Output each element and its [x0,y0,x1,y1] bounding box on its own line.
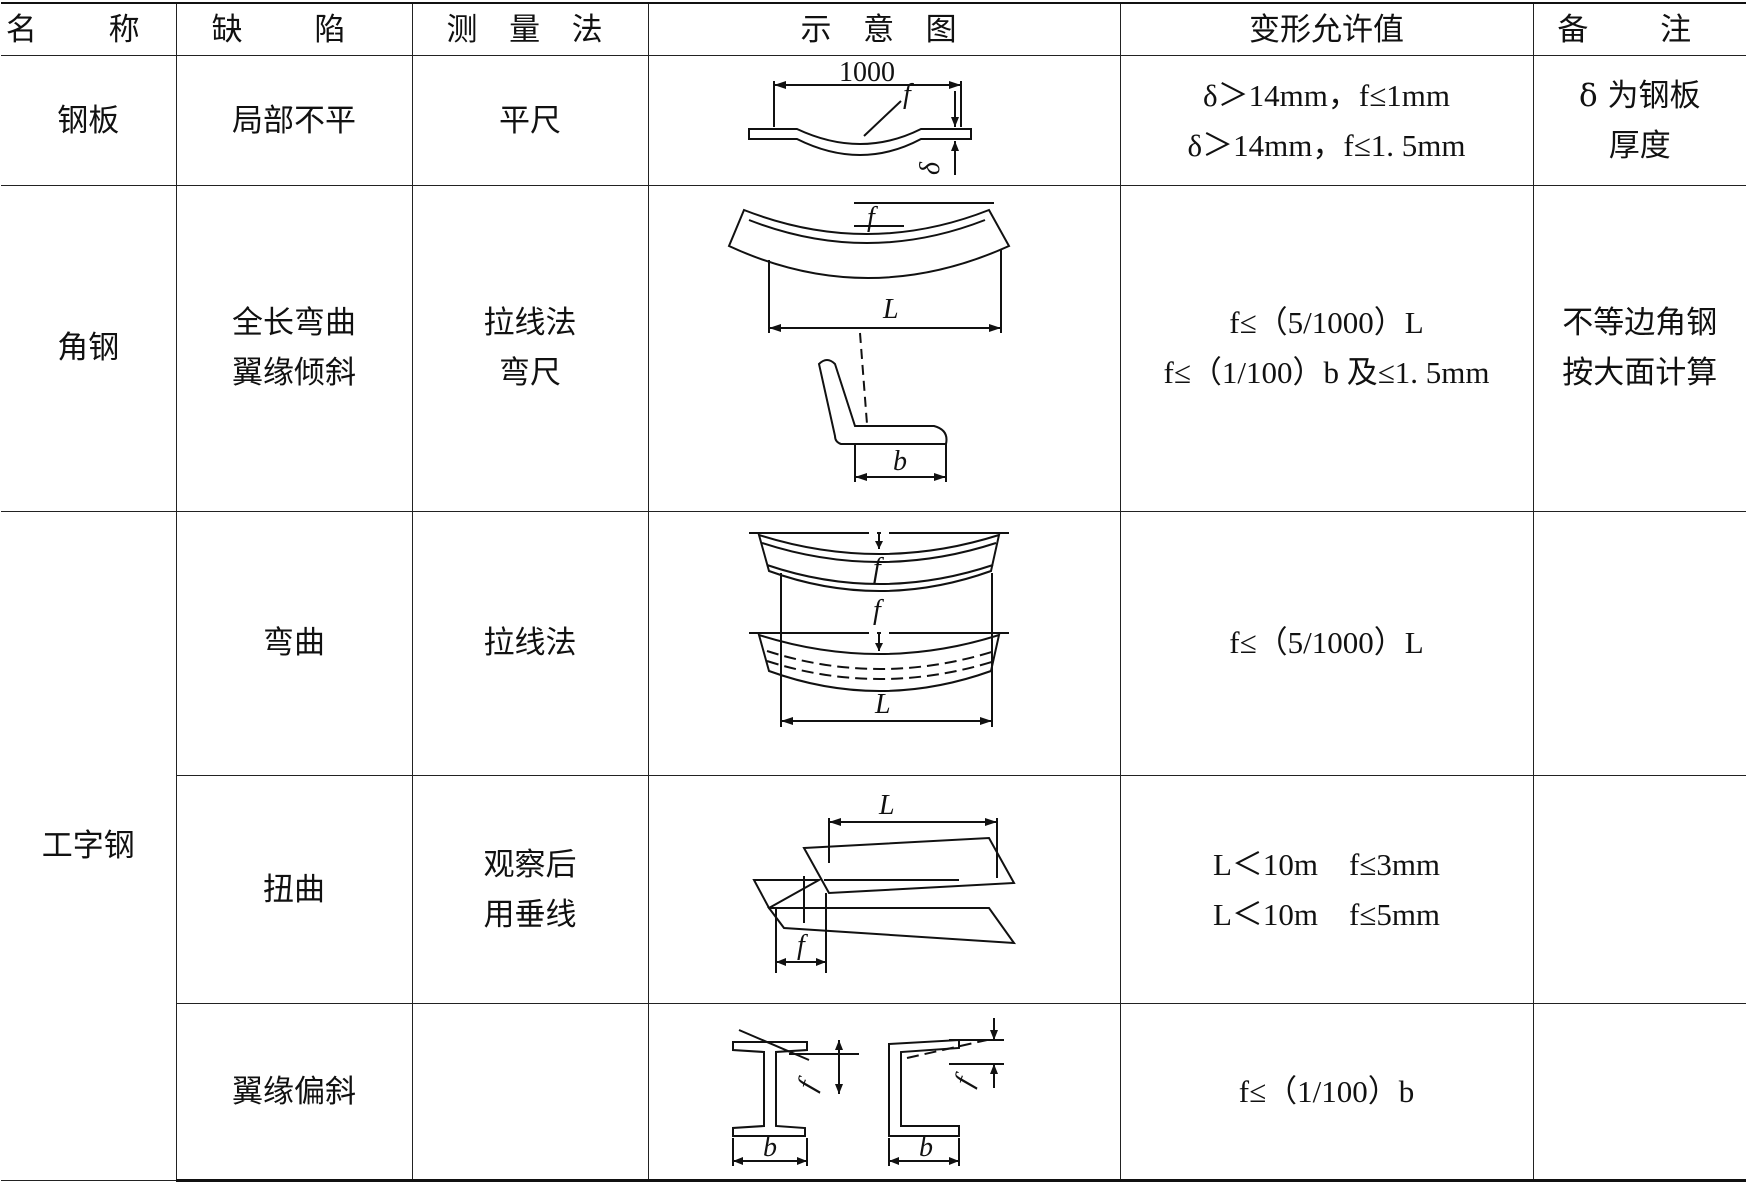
row-method: 拉线法 [411,510,649,777]
row-note [1532,510,1746,777]
length-label: L [874,689,891,720]
table-row: 扭曲 观察后 用垂线 L [1,775,1746,1005]
method-line: 弯尺 [499,355,561,392]
header-method: 测 量 法 [411,2,649,57]
row-diagram: f L b [647,185,1121,512]
row-allowance: f≤（5/1000）L f≤（1/100）b 及≤1. 5mm [1119,185,1534,512]
row-defect: 翼缘偏斜 [175,1003,413,1182]
length-label: L [878,790,895,821]
table-row: 钢板 局部不平 平尺 1000 f δ δ＞14mm， [1,55,1746,187]
table-row: 角钢 全长弯曲 翼缘倾斜 拉线法 弯尺 [1,185,1746,512]
row-allowance: δ＞14mm，f≤1mm δ＞14mm，f≤1. 5mm [1119,55,1534,187]
width-label: b [919,1132,933,1163]
row-defect: 弯曲 [175,510,413,777]
allowance-line: f≤（5/1000）L [1229,625,1424,661]
defect-line: 局部不平 [232,102,356,139]
flange-skew-diagram: f b f b [731,1017,1004,1166]
method-line: 拉线法 [483,305,577,342]
header-note: 备 注 [1532,2,1746,57]
plate-local-unevenness-diagram: 1000 f δ [747,57,972,176]
allowance-line: f≤（5/1000）L [1229,305,1424,341]
defect-line: 翼缘倾斜 [232,355,356,392]
note-line: δ 为钢板 [1578,77,1701,114]
row-defect: 全长弯曲 翼缘倾斜 [175,185,413,512]
allowance-line: δ＞14mm，f≤1. 5mm [1187,127,1466,163]
row-allowance: f≤（1/100）b [1119,1003,1534,1182]
allowance-line: L＜10m f≤3mm [1212,846,1441,882]
span-label: 1000 [839,57,895,88]
row-name-i-beam: 工字钢 [1,510,177,1182]
note-line: 厚度 [1608,127,1671,164]
width-label: b [893,446,907,477]
deflection-label: f [873,553,884,584]
row-diagram: L f [647,775,1121,1005]
length-label: L [882,294,899,325]
row-allowance: L＜10m f≤3mm L＜10m f≤5mm [1119,775,1534,1005]
deflection-label: f [948,1069,981,1090]
allowance-line: f≤（1/100）b [1238,1073,1415,1109]
header-allowance: 变形允许值 [1119,2,1534,57]
row-method: 平尺 [411,55,649,187]
header-diagram: 示 意 图 [647,2,1121,57]
row-note [1532,1003,1746,1182]
method-line: 拉线法 [483,625,577,662]
header-defect: 缺 陷 [175,2,413,57]
defect-line: 翼缘偏斜 [232,1073,356,1110]
method-line: 用垂线 [483,896,577,933]
allowance-line: δ＞14mm，f≤1mm [1203,77,1450,113]
table-row: 工字钢 弯曲 拉线法 f f [1,510,1746,1182]
ibeam-twist-diagram: L f [751,790,1016,973]
row-method: 拉线法 弯尺 [411,185,649,512]
row-diagram: 1000 f δ [647,55,1121,187]
row-name-steel-plate: 钢板 [1,55,177,187]
deflection-label: f [797,930,808,961]
row-diagram: f b f b [647,1003,1121,1182]
deflection-label: f [791,1073,824,1094]
method-line: 平尺 [499,102,561,139]
row-diagram: f f L [647,510,1121,777]
row-method [411,1003,649,1182]
row-note: 不等边角钢 按大面计算 [1532,185,1746,512]
deflection-label: f [873,595,884,626]
defect-line: 弯曲 [263,625,325,662]
row-method: 观察后 用垂线 [411,775,649,1005]
method-line: 观察后 [483,846,577,883]
table-row: 翼缘偏斜 [1,1003,1746,1182]
defect-line: 扭曲 [263,871,325,908]
row-defect: 扭曲 [175,775,413,1005]
row-note [1532,775,1746,1005]
row-note: δ 为钢板 厚度 [1532,55,1746,187]
ibeam-bending-diagram: f f L [748,532,1009,728]
row-defect: 局部不平 [175,55,413,187]
row-allowance: f≤（5/1000）L [1119,510,1534,777]
table-header-row: 名 称 缺 陷 测 量 法 示 意 图 变形允许值 备 注 [1,2,1746,57]
deflection-label: f [903,79,914,110]
header-name: 名 称 [1,2,177,57]
deflection-label: f [867,202,878,233]
row-name-angle-steel: 角钢 [1,185,177,512]
allowance-line: f≤（1/100）b 及≤1. 5mm [1163,355,1490,391]
note-line: 按大面计算 [1562,355,1718,392]
angle-bending-diagram: f L b [727,202,1010,483]
width-label: b [763,1132,777,1163]
thickness-label: δ [915,161,946,175]
allowance-line: L＜10m f≤5mm [1212,896,1441,932]
note-line: 不等边角钢 [1562,305,1718,342]
defect-line: 全长弯曲 [232,305,356,342]
